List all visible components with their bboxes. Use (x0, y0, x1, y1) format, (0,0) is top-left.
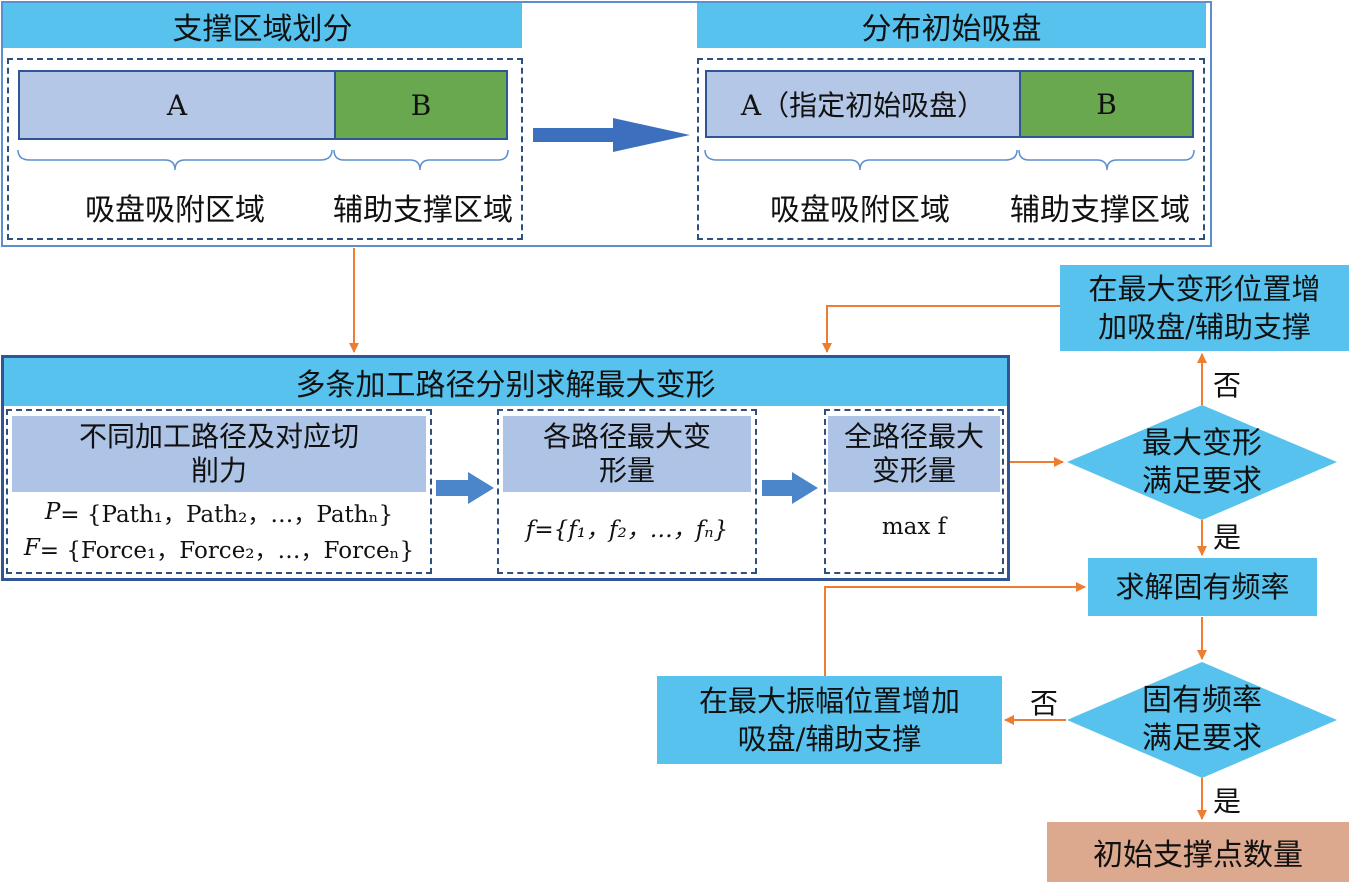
left-panel-title: 支撑区域划分 (3, 3, 522, 48)
add-support-at-max-amplitude: 在最大振幅位置增加吸盘/辅助支撑 (657, 676, 1002, 764)
yes-label-frequency: 是 (1213, 785, 1242, 818)
no-label-frequency: 否 (1030, 687, 1059, 720)
decision-frequency-label: 固有频率满足要求 (1142, 683, 1262, 756)
right-segment-a: A（指定初始吸盘） (705, 70, 1021, 138)
max-f-formula: max f (881, 514, 947, 540)
no-label-deformation: 否 (1213, 369, 1242, 402)
all-path-deformation-title: 全路径最大变形量 (828, 416, 1000, 492)
right-brace-b (1018, 149, 1195, 171)
initial-support-count: 初始支撑点数量 (1047, 822, 1349, 882)
forces-formula: F = {Force₁，Force₂，…，Forceₙ} (6, 531, 432, 565)
paths-formula-text: = {Path₁，Path₂，…，Pathₙ} (60, 502, 394, 528)
forces-formula-var: F (23, 535, 40, 561)
path-deformation-formula: f={f₁，f₂，…，fₙ} (525, 517, 729, 543)
paths-box (6, 409, 432, 574)
right-brace-a (704, 149, 1018, 171)
left-brace-b (333, 149, 509, 171)
decision-diamond-deformation (1067, 405, 1337, 520)
path-deformation-box (497, 409, 757, 574)
top-flow-arrow (533, 118, 690, 152)
middle-flow-arrow-2 (762, 472, 818, 504)
right-label-suction-area: 吸盘吸附区域 (770, 193, 950, 228)
left-label-support-area: 辅助支撑区域 (333, 193, 513, 228)
left-segment-b: B (334, 70, 508, 140)
left-panel-dashed (7, 58, 523, 240)
add-support-at-max-deformation: 在最大变形位置增加吸盘/辅助支撑 (1060, 265, 1349, 351)
right-label-support-area: 辅助支撑区域 (1010, 193, 1190, 228)
paths-formula: P = {Path₁，Path₂，…，Pathₙ} (6, 495, 432, 529)
top-frame (1, 1, 1212, 247)
yes-label-deformation: 是 (1213, 521, 1242, 554)
paths-box-title: 不同加工路径及对应切削力 (12, 416, 426, 492)
right-panel-dashed (697, 58, 1205, 240)
decision-diamond-frequency (1067, 662, 1337, 778)
left-brace-a (17, 149, 333, 171)
middle-title: 多条加工路径分别求解最大变形 (4, 358, 1007, 406)
path-deformation-title: 各路径最大变形量 (503, 416, 751, 492)
arrow-loop-bottom (824, 582, 1086, 676)
middle-flow-arrow-1 (436, 472, 494, 504)
solve-natural-frequency: 求解固有频率 (1088, 558, 1317, 616)
all-path-deformation-box (824, 409, 1004, 574)
right-segment-b: B (1019, 70, 1194, 138)
left-label-suction-area: 吸盘吸附区域 (85, 193, 265, 228)
decision-deformation-label: 最大变形满足要求 (1142, 426, 1262, 499)
arrow-loop-top (822, 305, 1060, 353)
paths-formula-var: P (44, 499, 61, 525)
middle-frame (1, 355, 1010, 581)
right-panel-title: 分布初始吸盘 (697, 3, 1206, 48)
forces-formula-text: = {Force₁，Force₂，…，Forceₙ} (39, 538, 415, 564)
left-segment-a: A (18, 70, 336, 140)
